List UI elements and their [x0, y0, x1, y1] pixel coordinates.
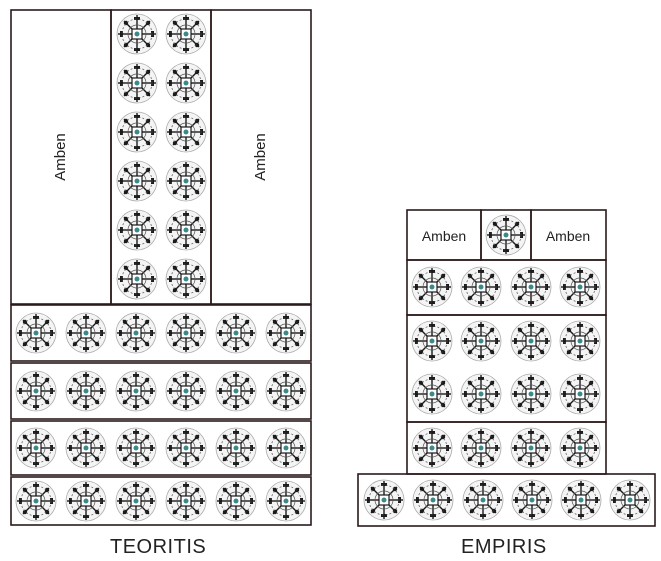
wheel-pattern-icon: [16, 371, 56, 411]
wheel-pattern-icon: [66, 428, 106, 468]
wheel-pattern-icon: [461, 428, 501, 468]
wheel-pattern-icon: [412, 267, 452, 307]
right-diagram: [358, 210, 655, 526]
wheel-pattern-icon: [116, 428, 156, 468]
wheel-pattern-icon: [117, 259, 157, 299]
wheel-pattern-icon: [560, 267, 600, 307]
wheel-pattern-icon: [364, 480, 404, 520]
wheel-pattern-icon: [166, 63, 206, 103]
wheel-pattern-icon: [561, 480, 601, 520]
wheel-pattern-icon: [511, 428, 551, 468]
wheel-pattern-icon: [166, 112, 206, 152]
wheel-pattern-icon: [216, 481, 256, 521]
left-amben-label-right: Amben: [252, 133, 269, 181]
wheel-pattern-icon: [117, 210, 157, 250]
right-amben-label-left: Amben: [422, 228, 466, 244]
wheel-pattern-icon: [166, 313, 206, 353]
wheel-pattern-icon: [166, 371, 206, 411]
wheel-pattern-icon: [16, 428, 56, 468]
wheel-pattern-icon: [166, 210, 206, 250]
wheel-pattern-icon: [117, 161, 157, 201]
wheel-pattern-icon: [66, 481, 106, 521]
wheel-pattern-icon: [117, 63, 157, 103]
left-center-column: [111, 10, 211, 304]
wheel-pattern-icon: [266, 428, 306, 468]
wheel-pattern-icon: [166, 428, 206, 468]
wheel-pattern-icon: [116, 371, 156, 411]
wheel-pattern-icon: [511, 321, 551, 361]
wheel-pattern-icon: [560, 374, 600, 414]
left-center-wheels: [117, 14, 206, 299]
wheel-pattern-icon: [66, 313, 106, 353]
wheel-pattern-icon: [266, 481, 306, 521]
wheel-pattern-icon: [610, 480, 650, 520]
wheel-pattern-icon: [511, 267, 551, 307]
wheel-pattern-icon: [66, 371, 106, 411]
left-amben-label-left: Amben: [52, 133, 69, 181]
wheel-pattern-icon: [511, 374, 551, 414]
wheel-pattern-icon: [413, 480, 453, 520]
wheel-pattern-icon: [216, 313, 256, 353]
caption-teoritis: TEORITIS: [110, 536, 206, 559]
caption-empiris: EMPIRIS: [461, 536, 547, 559]
wheel-pattern-icon: [16, 481, 56, 521]
wheel-pattern-icon: [266, 371, 306, 411]
wheel-pattern-icon: [461, 374, 501, 414]
wheel-pattern-icon: [166, 259, 206, 299]
wheel-pattern-icon: [117, 112, 157, 152]
right-amben-label-right: Amben: [546, 228, 590, 244]
wheel-pattern-icon: [486, 215, 526, 255]
wheel-pattern-icon: [116, 481, 156, 521]
wheel-pattern-icon: [412, 374, 452, 414]
wheel-pattern-icon: [166, 14, 206, 54]
wheel-pattern-icon: [412, 321, 452, 361]
wheel-pattern-icon: [461, 321, 501, 361]
wheel-pattern-icon: [166, 161, 206, 201]
wheel-pattern-icon: [116, 313, 156, 353]
wheel-pattern-icon: [16, 313, 56, 353]
wheel-pattern-icon: [117, 14, 157, 54]
wheel-pattern-icon: [512, 480, 552, 520]
wheel-pattern-icon: [166, 481, 206, 521]
wheel-pattern-icon: [216, 428, 256, 468]
left-row-wheels: [16, 313, 306, 521]
wheel-pattern-icon: [216, 371, 256, 411]
wheel-pattern-icon: [560, 321, 600, 361]
wheel-pattern-icon: [412, 428, 452, 468]
wheel-pattern-icon: [560, 428, 600, 468]
wheel-pattern-icon: [463, 480, 503, 520]
wheel-pattern-icon: [461, 267, 501, 307]
wheel-pattern-icon: [266, 313, 306, 353]
